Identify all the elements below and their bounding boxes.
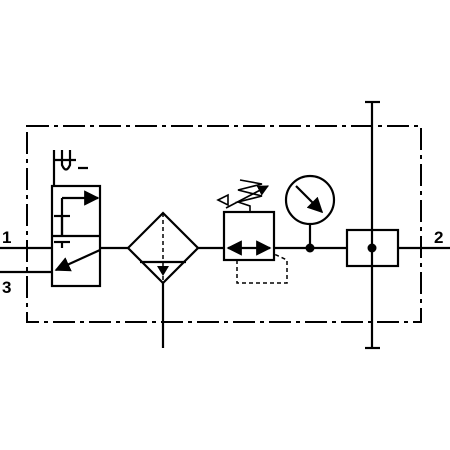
spring-icon bbox=[235, 179, 263, 212]
port-label-outlet: 2 bbox=[434, 228, 443, 247]
unit-enclosure bbox=[26, 125, 422, 323]
valve-actuator-icon bbox=[52, 150, 88, 186]
port-label-exhaust: 3 bbox=[2, 278, 11, 297]
regulator-icon bbox=[222, 210, 276, 262]
port-label-inlet: 1 bbox=[2, 228, 11, 247]
shut-off-valve bbox=[50, 150, 102, 288]
pressure-regulator bbox=[216, 179, 288, 284]
pressure-gauge bbox=[284, 174, 336, 253]
distribution-block-icon bbox=[345, 228, 400, 268]
filter bbox=[126, 211, 200, 348]
manifold-block bbox=[345, 100, 400, 350]
